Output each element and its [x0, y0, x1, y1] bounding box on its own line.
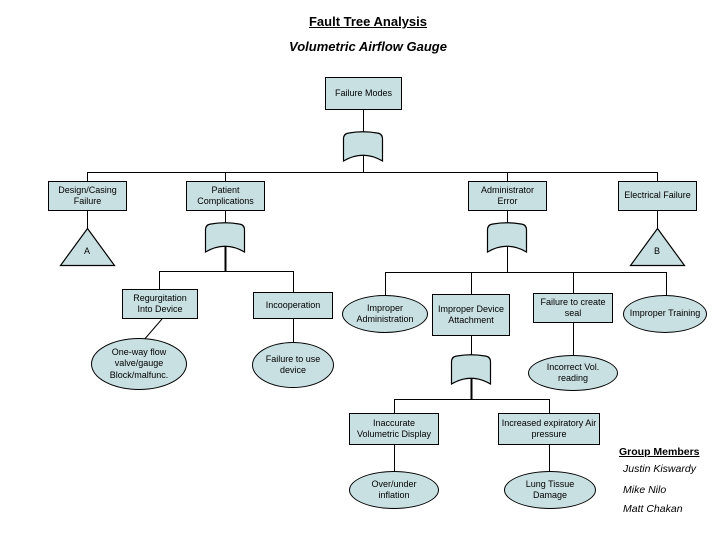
node-failure-modes: Failure Modes [325, 77, 402, 110]
node-inaccurate-volumetric-display: Inaccurate Volumetric Display [349, 413, 439, 445]
node-label: Failure to create seal [540, 296, 606, 318]
node-label: Administrator Error [480, 184, 534, 206]
node-incorrect-vol-reading: Incorrect Vol. reading [528, 355, 618, 391]
transfer-b-label: B [653, 246, 660, 256]
node-improper-device-attachment: Improper Device Attachment [432, 294, 510, 336]
transfer-symbol-b-icon [629, 227, 686, 267]
node-improper-training: Improper Training [623, 295, 707, 333]
node-label: Improper Device Attachment [437, 303, 505, 325]
group-members-heading: Group Members [619, 446, 700, 458]
group-member-name: Justin Kiswardy [623, 463, 696, 475]
node-label: Failure Modes [334, 87, 393, 98]
node-label: Incooperation [265, 299, 321, 310]
node-label: Over/under inflation [371, 478, 417, 500]
node-label: Lung Tissue Damage [525, 478, 575, 500]
node-improper-administration: Improper Administration [342, 295, 428, 333]
node-label: Failure to use device [265, 353, 321, 375]
or-gate-icon [486, 222, 528, 253]
node-label: Inaccurate Volumetric Display [356, 417, 432, 439]
node-label: Electrical Failure [624, 190, 691, 201]
node-label: Incorrect Vol. reading [546, 361, 600, 383]
group-member-name: Matt Chakan [623, 503, 683, 515]
transfer-a-label: A [83, 246, 90, 256]
node-electrical-failure: Electrical Failure [618, 181, 697, 211]
node-increased-expiratory-air-pressure: Increased expiratory Air pressure [498, 413, 600, 445]
page-subtitle: Volumetric Airflow Gauge [289, 39, 447, 54]
node-one-way-flow-valve-block: One-way flow valve/gauge Block/malfunc. [91, 338, 187, 390]
node-label: One-way flow valve/gauge Block/malfunc. [109, 347, 169, 380]
node-label: Patient Complications [197, 184, 254, 206]
node-design-casing-failure: Design/Casing Failure [48, 181, 127, 211]
node-failure-to-create-seal: Failure to create seal [533, 293, 613, 323]
node-incooperation: Incooperation [253, 292, 333, 319]
node-label: Improper Administration [356, 302, 414, 324]
page-title: Fault Tree Analysis [308, 14, 427, 29]
node-failure-to-use-device: Failure to use device [252, 342, 334, 388]
node-lung-tissue-damage: Lung Tissue Damage [504, 471, 596, 509]
node-label: Regurgitation Into Device [133, 292, 187, 314]
node-label: Design/Casing Failure [58, 184, 117, 206]
node-label: Increased expiratory Air pressure [501, 417, 597, 439]
node-administrator-error: Administrator Error [468, 181, 547, 211]
node-label: Improper Training [629, 308, 701, 319]
transfer-symbol-a-icon [59, 227, 116, 267]
node-regurgitation-into-device: Regurgitation Into Device [122, 289, 198, 319]
group-member-name: Mike Nilo [623, 484, 667, 496]
node-patient-complications: Patient Complications [186, 181, 265, 211]
node-over-under-inflation: Over/under inflation [349, 471, 439, 509]
or-gate-icon [450, 354, 492, 385]
or-gate-icon [342, 131, 384, 162]
or-gate-icon [204, 222, 246, 253]
